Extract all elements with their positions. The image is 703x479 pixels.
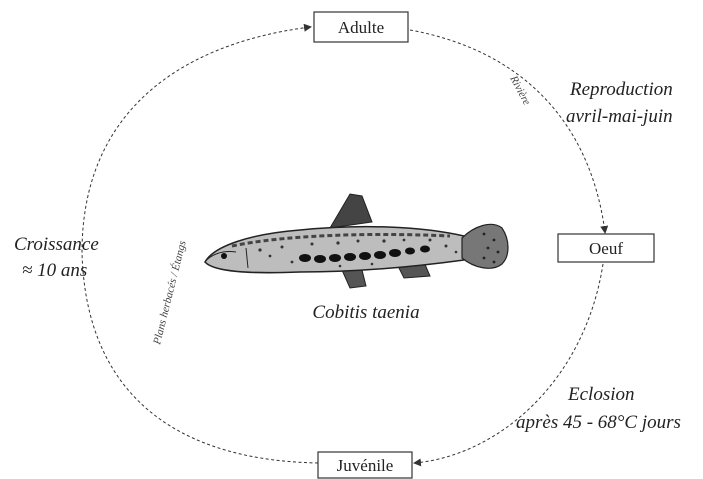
stage-egg-label: Oeuf <box>589 239 623 258</box>
species-name: Cobitis taenia <box>312 302 419 323</box>
stage-adult: Adulte <box>314 12 408 42</box>
stage-adult-label: Adulte <box>338 18 384 37</box>
fish-illustration <box>205 194 508 288</box>
stage-juvenile: Juvénile <box>318 452 412 478</box>
stage-juvenile-label: Juvénile <box>337 456 394 475</box>
arc-label-river: Rivière <box>507 73 533 107</box>
growth-duration: ≈ 10 ans <box>22 260 87 281</box>
hatching-title: Eclosion <box>567 384 635 405</box>
arc-adult-to-egg <box>410 30 605 232</box>
reproduction-title: Reproduction <box>569 79 673 100</box>
growth-title: Croissance <box>14 234 99 255</box>
hatching-period: après 45 - 68°C jours <box>516 412 681 433</box>
reproduction-period: avril-mai-juin <box>566 106 673 127</box>
stage-egg: Oeuf <box>558 234 654 262</box>
arc-label-habitat: Plans herbacés / Étangs <box>151 239 189 346</box>
arc-egg-to-juvenile <box>415 264 603 463</box>
